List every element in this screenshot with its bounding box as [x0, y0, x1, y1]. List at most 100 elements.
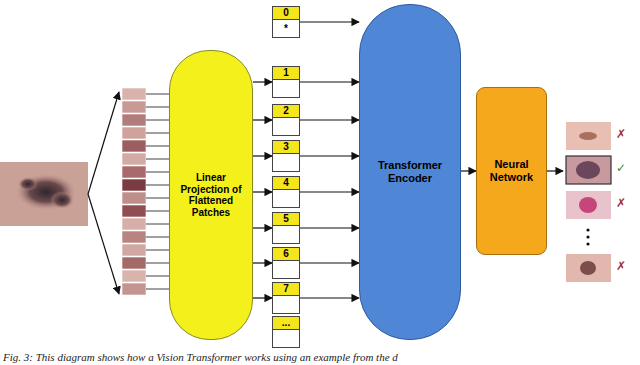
patch-line: [146, 250, 170, 251]
token-index-cell: 1: [272, 66, 300, 80]
arrow-connector: [300, 81, 359, 82]
token-embedding-cell: [272, 226, 300, 244]
node-title: Linear Projection of Flattened Patches: [170, 172, 252, 218]
image-patch: [122, 257, 146, 269]
result-mark: ✗: [616, 196, 626, 210]
token-box: ...: [272, 316, 300, 348]
arrow-connector: [461, 170, 476, 171]
arrow-connector: [253, 81, 272, 82]
patch-line: [146, 224, 170, 225]
token-box: 3: [272, 140, 300, 172]
token-index-cell: 3: [272, 140, 300, 154]
arrow-connector: [300, 227, 359, 228]
patch-line: [146, 133, 170, 134]
split-arrow: [88, 194, 119, 294]
token-embedding-cell: [272, 118, 300, 136]
token-index: 3: [283, 141, 289, 153]
image-patch: [122, 88, 146, 100]
token-box: 6: [272, 247, 300, 279]
token-box: 7: [272, 282, 300, 314]
arrow-connector: [253, 227, 272, 228]
output-arrow: [547, 170, 563, 171]
patch-line: [146, 107, 170, 108]
lesion-spot: [50, 191, 74, 209]
image-patch: [122, 283, 146, 295]
arrow-connector: [253, 262, 272, 263]
split-arrow: [88, 92, 119, 194]
image-patch: [122, 192, 146, 204]
token-box: 2: [272, 104, 300, 136]
patch-line: [146, 185, 170, 186]
token-index-cell: 0: [272, 6, 300, 20]
ellipsis-dot: [586, 242, 589, 245]
arrow-connector: [253, 191, 272, 192]
patch-line: [146, 172, 170, 173]
input-image: [0, 162, 88, 226]
image-patch: [122, 153, 146, 165]
projection-box: Linear Projection of Flattened Patches: [169, 50, 253, 340]
patch-line: [146, 263, 170, 264]
image-patch: [122, 244, 146, 256]
network-box: Neural Network: [476, 87, 547, 255]
token-index: ...: [282, 317, 290, 329]
token-index-cell: 7: [272, 282, 300, 296]
token-index-cell: 2: [272, 104, 300, 118]
token-box: 0*: [272, 6, 300, 38]
token-embedding-cell: [272, 296, 300, 314]
figure-caption: Fig. 3: This diagram shows how a Vision …: [3, 351, 638, 363]
token-index: 1: [283, 67, 289, 79]
output-lesion: [579, 197, 597, 213]
patch-line: [146, 146, 170, 147]
patch-line: [146, 237, 170, 238]
encoder-box: Transformer Encoder: [359, 4, 461, 340]
class-token-mark: *: [284, 23, 288, 35]
arrow-connector: [300, 297, 359, 298]
arrow-connector: [253, 119, 272, 120]
token-index: 7: [283, 283, 289, 295]
arrow-connector: [253, 297, 272, 298]
output-lesion: [576, 161, 600, 179]
token-index-cell: 4: [272, 176, 300, 190]
arrow-connector: [300, 262, 359, 263]
token-embedding-cell: [272, 154, 300, 172]
patch-line: [146, 289, 170, 290]
image-patch: [122, 231, 146, 243]
result-mark: ✓: [616, 161, 626, 175]
output-lesion: [579, 132, 597, 140]
image-patch: [122, 140, 146, 152]
patch-line: [146, 120, 170, 121]
token-index-cell: ...: [272, 316, 300, 330]
node-title: Transformer Encoder: [360, 159, 460, 184]
arrow-connector: [300, 155, 359, 156]
ellipsis-dot: [586, 235, 589, 238]
token-index-cell: 6: [272, 247, 300, 261]
token-box: 5: [272, 212, 300, 244]
output-lesion: [580, 261, 596, 275]
patch-line: [146, 198, 170, 199]
arrow-connector: [300, 21, 359, 22]
token-embedding-cell: [272, 261, 300, 279]
token-box: 4: [272, 176, 300, 208]
image-patch: [122, 179, 146, 191]
output-image: [566, 254, 611, 282]
token-embedding-cell: [272, 190, 300, 208]
arrow-connector: [253, 155, 272, 156]
image-patch: [122, 127, 146, 139]
token-box: 1: [272, 66, 300, 98]
lesion-spot: [18, 177, 38, 191]
lesion-spot: [16, 174, 76, 210]
image-patch: [122, 101, 146, 113]
token-index: 4: [283, 177, 289, 189]
result-mark: ✗: [616, 259, 626, 273]
arrow-connector: [300, 119, 359, 120]
image-patch: [122, 205, 146, 217]
image-patch: [122, 270, 146, 282]
patch-line: [146, 94, 170, 95]
patch-line: [146, 159, 170, 160]
output-image: [566, 122, 611, 150]
output-image: [566, 191, 611, 219]
image-patch: [122, 218, 146, 230]
output-images: [566, 122, 611, 282]
token-index: 0: [283, 7, 289, 19]
